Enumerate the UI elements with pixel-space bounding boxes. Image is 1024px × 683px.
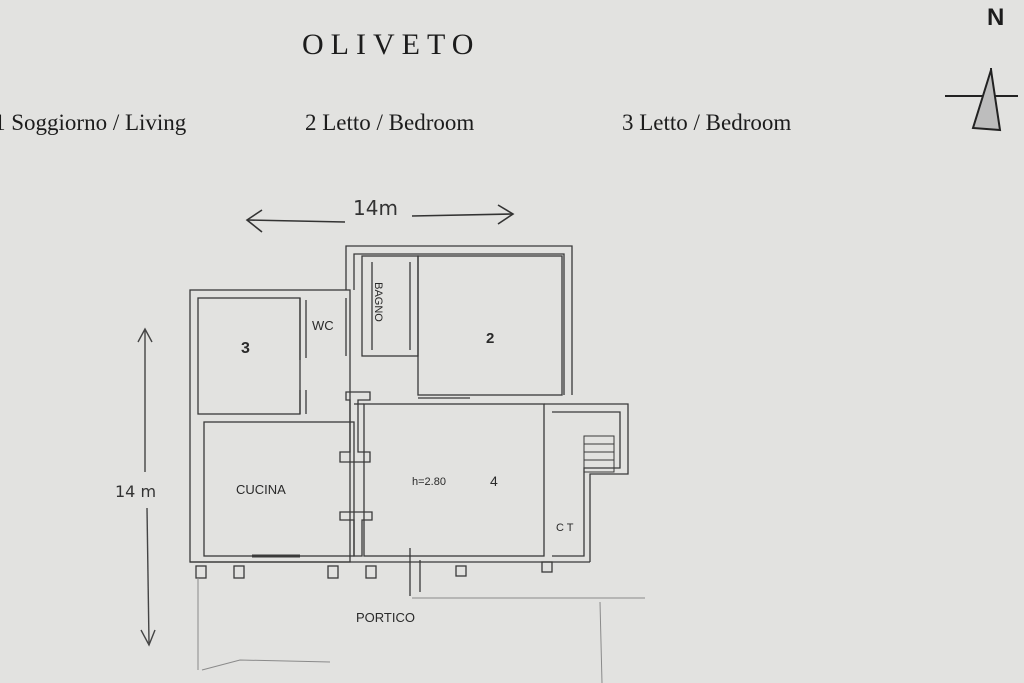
portico-outline [197, 578, 645, 683]
width-dimension-arrow [245, 204, 515, 233]
bagno-label: BAGNO [371, 282, 384, 322]
portico-label: PORTICO [356, 610, 415, 625]
legend-item-bedroom-3: 3 Letto / Bedroom [622, 110, 792, 135]
legend-item-living: 1 Soggiorno / Living [0, 110, 187, 135]
width-dimension-label: 14m [353, 196, 398, 220]
legend-item-bedroom-2: 2 Letto / Bedroom [305, 110, 475, 135]
north-label: N [987, 4, 1005, 31]
north-arrow-icon [945, 67, 1018, 132]
depth-dimension-label: 14 m [115, 482, 157, 501]
plan-title: OLIVETO [302, 28, 481, 61]
room-4-label: 4 [490, 473, 498, 489]
cucina-label: CUCINA [236, 482, 286, 497]
room-3-label: 3 [241, 340, 250, 357]
room-2-label: 2 [486, 330, 495, 347]
depth-dimension-arrow [137, 327, 156, 647]
ct-label: C T [556, 522, 574, 534]
walls [189, 245, 629, 596]
wc-label: WC [312, 318, 334, 333]
ceiling-height-note: h=2.80 [412, 476, 446, 488]
